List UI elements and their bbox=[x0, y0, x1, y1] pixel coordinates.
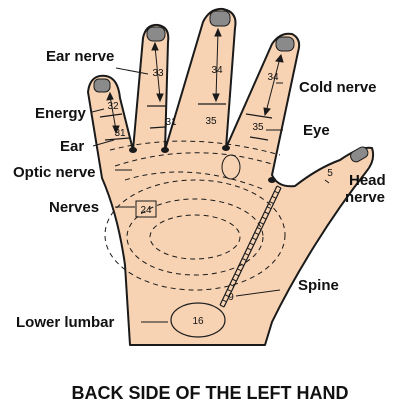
zone-34-middle-label: 34 bbox=[211, 65, 223, 76]
head-nerve-label: Head nerve bbox=[345, 172, 390, 206]
zone-5-label: 5 bbox=[327, 168, 333, 179]
zone-24-box bbox=[135, 200, 157, 218]
spine-link bbox=[247, 247, 252, 251]
zone-16-label: 16 bbox=[192, 316, 204, 327]
energy-label: Energy bbox=[35, 105, 87, 122]
spine-link bbox=[219, 304, 225, 308]
spine-link bbox=[249, 242, 254, 246]
spine-link bbox=[237, 268, 242, 272]
spine-link bbox=[222, 299, 227, 303]
spine-link bbox=[251, 237, 257, 241]
spine-link bbox=[266, 206, 272, 210]
spine-link bbox=[224, 294, 230, 298]
zone-32-label: 32 bbox=[107, 101, 119, 112]
zone-31-little-label: 31 bbox=[114, 128, 126, 139]
nerve-rings bbox=[104, 140, 286, 291]
zone-9-label: 9 bbox=[228, 292, 234, 303]
finger-base-lines bbox=[99, 103, 273, 141]
spine-link bbox=[227, 289, 232, 292]
spine-link bbox=[229, 283, 235, 287]
little-finger-nail bbox=[93, 78, 111, 93]
leader-lines bbox=[91, 67, 330, 323]
spine-link bbox=[256, 226, 262, 230]
spine-link bbox=[244, 252, 250, 256]
nerves-label: Nerves bbox=[49, 199, 99, 216]
spine-link bbox=[264, 211, 269, 215]
spine-chain-links bbox=[219, 185, 282, 308]
optic-nerve-zone bbox=[221, 154, 241, 180]
spine-link bbox=[232, 278, 237, 282]
finger-gap-marks bbox=[129, 145, 276, 183]
index-finger-nail bbox=[275, 36, 295, 52]
cold-nerve-label: Cold nerve bbox=[299, 79, 377, 96]
zone-24-label: 24 bbox=[140, 205, 152, 216]
spine-link bbox=[234, 273, 240, 277]
spine-link bbox=[274, 190, 279, 194]
finger-arrows bbox=[106, 27, 284, 135]
spine-link bbox=[242, 257, 247, 261]
lower-lumbar-label: Lower lumbar bbox=[16, 314, 115, 331]
spine-link bbox=[276, 185, 282, 189]
spine-link bbox=[254, 232, 259, 236]
spine-link bbox=[259, 221, 264, 225]
zone-34-index-label: 34 bbox=[267, 72, 279, 83]
zone-35-middle-label: 35 bbox=[205, 116, 217, 127]
ear-nerve-label: Ear nerve bbox=[46, 48, 114, 65]
spine-link bbox=[239, 263, 245, 267]
thumb-nail bbox=[350, 146, 369, 163]
spine-chain bbox=[219, 185, 282, 308]
diagram-title: BACK SIDE OF THE LEFT HAND bbox=[72, 383, 349, 403]
spine-label: Spine bbox=[298, 277, 339, 294]
spine-link bbox=[271, 195, 277, 199]
spine-link bbox=[261, 216, 267, 220]
zone-31-ring-label: 31 bbox=[165, 117, 177, 128]
zone-33-label: 33 bbox=[152, 68, 164, 79]
optic-nerve-label: Optic nerve bbox=[13, 164, 96, 181]
spine-link bbox=[269, 201, 274, 204]
lower-lumbar-zone bbox=[170, 302, 226, 338]
ring-finger-nail bbox=[146, 26, 166, 42]
middle-finger-nail bbox=[209, 10, 231, 27]
zone-35-index-label: 35 bbox=[252, 122, 264, 133]
eye-label: Eye bbox=[303, 122, 330, 139]
ear-label: Ear bbox=[60, 138, 84, 155]
